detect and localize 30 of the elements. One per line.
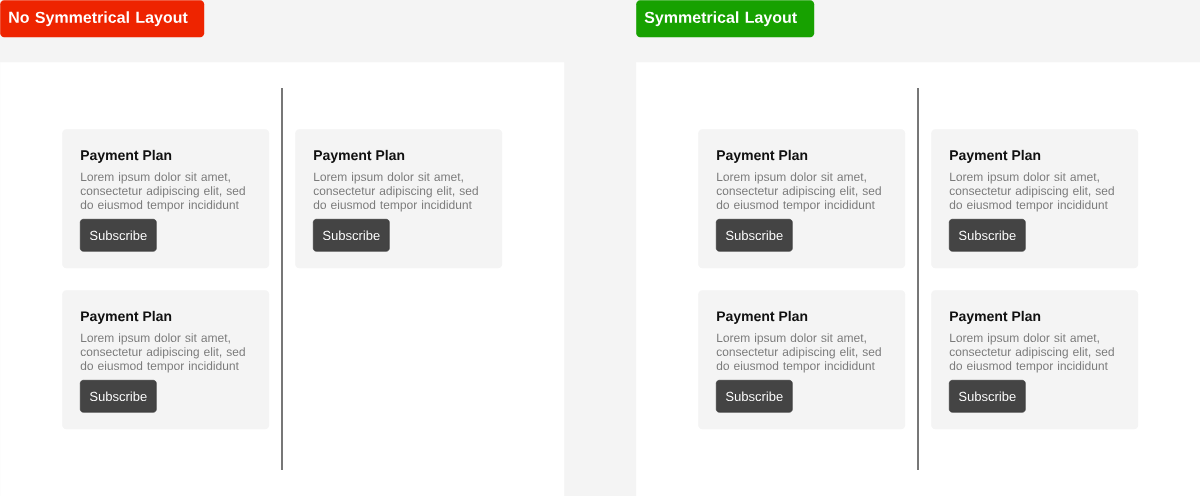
subscribe-button: Subscribe (313, 219, 390, 252)
card-text: Lorem ipsum dolor sit amet, consectetur adipiscing elit, sed do eiusmod tempor incididunt (80, 333, 245, 373)
card (931, 129, 1139, 269)
card-text: Lorem ipsum dolor sit amet, consectetur adipiscing elit, sed do eiusmod tempor incididunt (949, 172, 1114, 212)
card-text: Lorem ipsum dolor sit amet, consectetur adipiscing elit, sed do eiusmod tempor incididunt (716, 172, 881, 212)
subscribe-button: Subscribe (80, 219, 157, 252)
subscribe-button: Subscribe (80, 380, 157, 413)
subscribe-button: Subscribe (949, 219, 1026, 252)
card-text: Lorem ipsum dolor sit amet, consectetur adipiscing elit, sed do eiusmod tempor incididunt (716, 333, 881, 373)
card (931, 290, 1139, 430)
card-title: Payment Plan (717, 310, 808, 324)
card (698, 290, 906, 430)
card (295, 129, 503, 269)
card-text: Lorem ipsum dolor sit amet, consectetur adipiscing elit, sed do eiusmod tempor incididunt (313, 172, 478, 212)
card-title: Payment Plan (950, 310, 1041, 324)
card-text: Lorem ipsum dolor sit amet, consectetur adipiscing elit, sed do eiusmod tempor incididunt (80, 172, 245, 212)
card-title: Payment Plan (314, 149, 405, 163)
card-title: Payment Plan (81, 149, 172, 163)
card (62, 290, 270, 430)
card-text: Lorem ipsum dolor sit amet, consectetur adipiscing elit, sed do eiusmod tempor incididunt (949, 333, 1114, 373)
card-title: Payment Plan (717, 149, 808, 163)
subscribe-button: Subscribe (949, 380, 1026, 413)
card (698, 129, 906, 269)
card-title: Payment Plan (950, 149, 1041, 163)
card-title: Payment Plan (81, 310, 172, 324)
badge: Symmetrical Layout (636, 0, 815, 38)
subscribe-button: Subscribe (716, 219, 793, 252)
subscribe-button: Subscribe (716, 380, 793, 413)
badge: No Symmetrical Layout (0, 0, 205, 38)
card (62, 129, 270, 269)
